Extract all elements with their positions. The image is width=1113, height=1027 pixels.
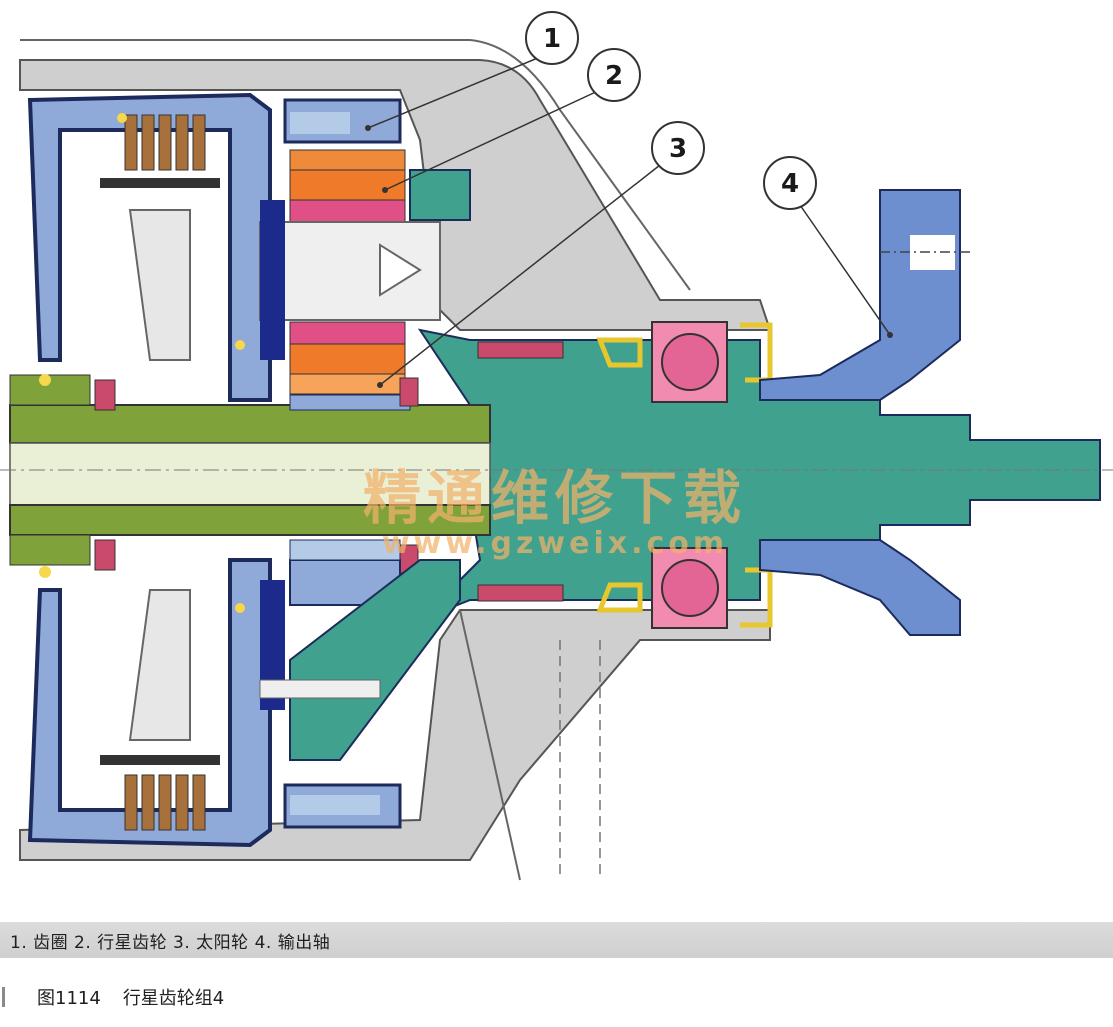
seal-upper-left: [94, 379, 116, 411]
planet-gear-band-4: [289, 321, 406, 345]
output-flange-lower: [759, 539, 961, 636]
spring-upper: [128, 209, 191, 361]
callout-3-label: 3: [669, 134, 687, 164]
pin-yellow-5: [39, 566, 51, 578]
circlip-lower: [740, 567, 773, 628]
needle-bearing-upper: [477, 341, 564, 359]
caption-marker: [2, 987, 5, 1007]
seal-lower-left: [94, 539, 116, 571]
clutch-housing-upper: [27, 92, 272, 402]
planet-gear-band-6: [289, 373, 406, 395]
figure-caption: 图1114 行星齿轮组4: [0, 982, 1113, 1012]
housing-outline-bottom: [459, 609, 521, 881]
seal-upper-mid: [399, 377, 419, 407]
housing-outline-top: [20, 39, 691, 291]
pin-yellow-3: [235, 603, 245, 613]
callout-3: 3: [651, 121, 705, 175]
housing-dashed-lines: [559, 640, 601, 880]
ball-upper: [661, 333, 719, 391]
callout-2-label: 2: [605, 61, 623, 91]
clutch-plates-lower: [100, 755, 220, 831]
retainer-upper: [596, 337, 643, 368]
input-shaft-upper: [9, 404, 491, 444]
planet-gear-band-3: [289, 199, 406, 223]
ball-lower: [661, 559, 719, 617]
callout-2: 2: [587, 48, 641, 102]
leader-line-2: [384, 89, 601, 191]
leader-dot-3: [377, 382, 383, 388]
pin-yellow-2: [235, 340, 245, 350]
carrier-plate-upper: [260, 200, 285, 360]
watermark-text: 精通维修下载: [363, 464, 747, 532]
callout-1: 1: [525, 11, 579, 65]
pin-yellow-4: [39, 374, 51, 386]
figure-number: 图1114: [37, 988, 101, 1009]
carrier-block: [409, 169, 471, 221]
leader-line-3: [379, 164, 661, 386]
output-flange: [759, 189, 961, 401]
input-hub-lower: [9, 534, 91, 566]
parts-legend: 1. 齿圈 2. 行星齿轮 3. 太阳轮 4. 输出轴: [10, 932, 331, 953]
leader-line-4: [799, 204, 891, 336]
planet-gear-band-2: [289, 169, 406, 201]
leader-dot-2: [382, 187, 388, 193]
cross-section-diagram: 1 2 3 4 精通维修下载 www.gzweix.com: [0, 11, 1113, 881]
clutch-plates-upper: [100, 114, 220, 188]
callout-4: 4: [763, 156, 817, 210]
callout-1-label: 1: [543, 24, 561, 54]
planet-gear-band-5: [289, 343, 406, 375]
planet-pin-bore: [379, 243, 422, 297]
clutch-housing-lower: [27, 558, 272, 848]
pin-yellow-1: [117, 113, 127, 123]
sun-gear-lower-inner: [289, 539, 401, 561]
leader-dot-4: [887, 332, 893, 338]
sun-gear: [289, 394, 411, 411]
planetary-gearset-drawing: 1 2 3 4 精通维修下载 www.gzweix.com: [0, 11, 1113, 881]
spring-lower: [128, 589, 191, 741]
ring-gear-lower-inner: [290, 795, 380, 815]
leader-dot-1: [365, 125, 371, 131]
input-shaft-core: [9, 442, 491, 506]
figure-title: 行星齿轮组4: [122, 988, 225, 1009]
leader-line-1: [367, 54, 546, 129]
input-shaft-lower: [9, 504, 491, 536]
planet-gear-band-1: [289, 149, 406, 171]
carrier-lower: [289, 559, 461, 761]
watermark-url: www.gzweix.com: [382, 526, 728, 561]
planet-pin-lower: [259, 679, 381, 699]
circlip-upper: [740, 322, 773, 383]
legend-band: 1. 齿圈 2. 行星齿轮 3. 太阳轮 4. 输出轴: [0, 922, 1113, 958]
ring-gear-upper-inner: [290, 112, 350, 134]
needle-bearing-lower: [477, 584, 564, 602]
callout-4-label: 4: [781, 169, 799, 199]
retainer-lower: [596, 582, 643, 613]
